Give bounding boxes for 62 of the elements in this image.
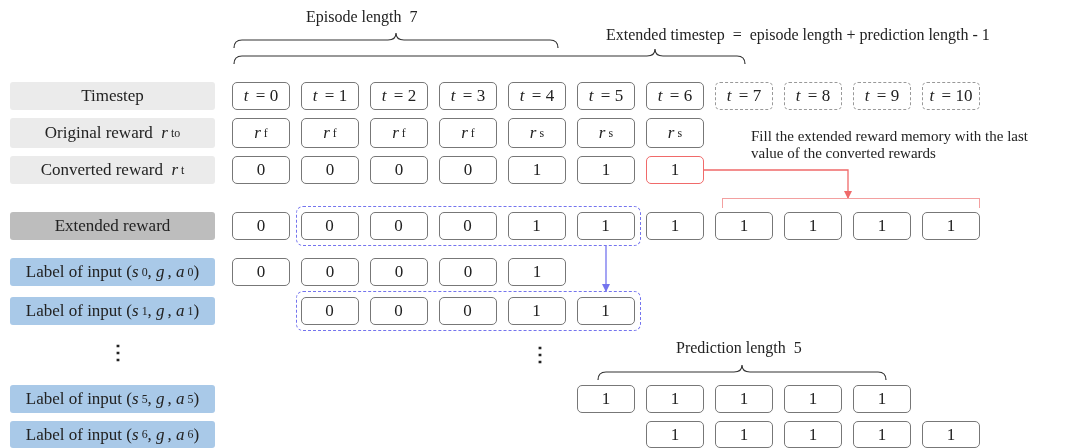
value-cell: 0 [301,258,359,286]
value-cell: 1 [784,421,842,448]
value-cell: t = 0 [232,82,290,110]
annotation-text: Extended timestep = episode length + prediction length - 1 [606,26,990,44]
future-timestep-cell: t = 7 [715,82,773,110]
square-bracket [722,198,980,208]
window-outline [296,291,641,331]
window-outline [296,206,641,246]
value-cell: 1 [922,421,980,448]
value-cell: 1 [853,421,911,448]
arrow [602,245,610,292]
future-timestep-cell: t = 9 [853,82,911,110]
value-cell: 1 [715,421,773,448]
value-cell: 0 [369,296,428,325]
value-cell: 1 [922,212,980,240]
value-cell: 0 [300,296,359,325]
value-cell: 1 [853,385,911,413]
value-cell: 1 [784,385,842,413]
value-cell: 1 [646,385,704,413]
value-cell: t = 1 [301,82,359,110]
value-cell: 1 [508,156,566,184]
value-cell: 1 [507,211,566,240]
value-cell: 0 [438,296,497,325]
value-cell: t = 2 [370,82,428,110]
value-cell: 0 [369,211,428,240]
value-cell: 0 [232,258,290,286]
value-cell: 1 [715,212,773,240]
value-cell: 0 [300,211,359,240]
value-cell: 1 [577,385,635,413]
future-timestep-cell: t = 10 [922,82,980,110]
value-cell: 1 [507,296,566,325]
value-cell: 1 [577,156,635,184]
value-cell: t = 5 [577,82,635,110]
value-cell: 0 [232,156,290,184]
value-cell: 1 [646,212,704,240]
value-cell: t = 4 [508,82,566,110]
highlighted-value-cell: 1 [646,156,704,184]
annotation-text: Episode length 7 [306,8,418,26]
value-cell: 1 [853,212,911,240]
value-cell: 1 [784,212,842,240]
value-cell: 1 [646,421,704,448]
value-cell: 1 [576,296,635,325]
row-header: Timestep [10,82,215,110]
annotation-text: Prediction length 5 [676,339,802,357]
value-cell: 1 [508,258,566,286]
ellipsis-mark: ⋮ [108,340,128,364]
value-cell: 0 [438,211,497,240]
value-cell: 0 [370,258,428,286]
value-cell: 0 [301,156,359,184]
value-cell: 0 [370,156,428,184]
ellipsis-mark: ⋮ [530,342,550,366]
value-cell: 0 [439,258,497,286]
value-cell: t = 6 [646,82,704,110]
value-cell: t = 3 [439,82,497,110]
value-cell: 1 [715,385,773,413]
row-header: Extended reward [10,212,215,240]
value-cell: 1 [576,211,635,240]
value-cell: 0 [439,156,497,184]
arrow [703,169,852,199]
value-cell: 0 [232,212,290,240]
annotation-text: Fill the extended reward memory with the last value of the converted rewards [751,128,1029,162]
future-timestep-cell: t = 8 [784,82,842,110]
